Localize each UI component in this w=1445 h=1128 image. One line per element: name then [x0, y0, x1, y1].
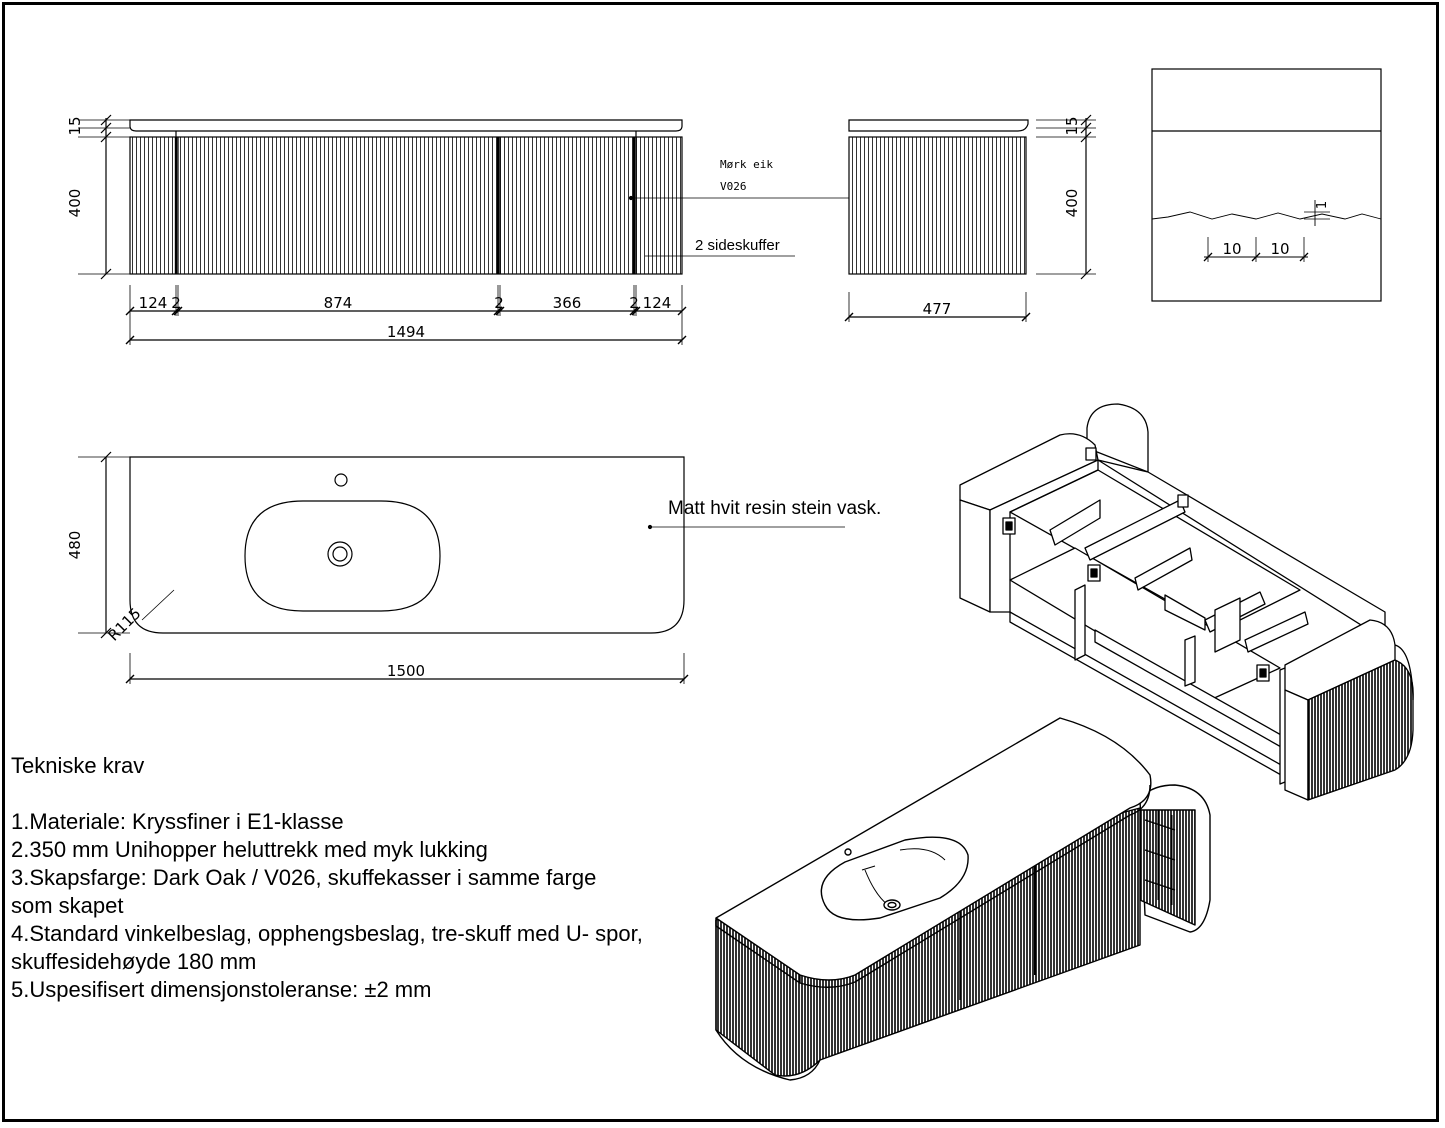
detail-view-labels: 1 10 10	[1222, 201, 1330, 258]
annotation-color: Mørk eik	[720, 158, 773, 171]
requirements-title: Tekniske krav	[11, 753, 145, 778]
side-dim-height: 400	[1063, 189, 1081, 218]
side-view-labels: 15 400 477	[923, 116, 1081, 318]
basin-outline	[244, 500, 441, 612]
detail-pitch-a: 10	[1222, 240, 1241, 258]
countertop-outline	[129, 456, 685, 634]
dim-124-right: 124	[643, 294, 672, 312]
dim-124-left: 124	[139, 294, 168, 312]
front-view	[78, 114, 919, 345]
side-view	[844, 114, 1096, 322]
requirement-item-2: 2.350 mm Unihopper heluttrekk med myk lu…	[11, 837, 488, 862]
drain-outer	[327, 541, 353, 567]
isometric-assembled	[715, 717, 1211, 1081]
annotation-drawers: 2 sideskuffer	[695, 237, 780, 254]
detail-pitch-b: 10	[1270, 240, 1289, 258]
dim-2-c: 2	[629, 294, 639, 312]
front-cabinet	[129, 136, 683, 275]
tap-hole	[334, 473, 348, 487]
front-view-labels: 15 400 124 2 874 2 366 2 124 1494 Mørk e…	[66, 116, 780, 341]
dim-2-b: 2	[494, 294, 504, 312]
dim-366: 366	[553, 294, 582, 312]
requirement-item-3: 3.Skapsfarge: Dark Oak / V026, skuffekas…	[11, 865, 597, 890]
detail-view	[1151, 68, 1382, 302]
annotation-code: V026	[720, 180, 747, 193]
dim-2-a: 2	[171, 294, 181, 312]
requirement-item-5: 5.Uspesifisert dimensjonstoleranse: ±2 m…	[11, 977, 432, 1002]
dim-top-thickness: 15	[66, 116, 84, 135]
top-dim-width: 1500	[387, 662, 425, 680]
top-view	[78, 451, 845, 684]
front-countertop	[129, 119, 683, 132]
side-dim-depth: 477	[923, 300, 952, 318]
requirement-item-4-cont: skuffesidehøyde 180 mm	[11, 949, 257, 974]
side-dim-top: 15	[1063, 116, 1081, 135]
isometric-carcass	[959, 403, 1414, 801]
annotation-sink: Matt hvit resin stein vask.	[668, 498, 881, 519]
dim-874: 874	[324, 294, 353, 312]
drain-inner	[332, 546, 348, 562]
top-dim-depth: 480	[66, 531, 84, 560]
requirement-item-4: 4.Standard vinkelbeslag, opphengsbeslag,…	[11, 921, 643, 946]
detail-depth: 1	[1315, 201, 1330, 209]
requirement-item-1: 1.Materiale: Kryssfiner i E1-klasse	[11, 809, 344, 834]
requirement-item-3-cont: som skapet	[11, 893, 124, 918]
dim-total-width: 1494	[387, 323, 425, 341]
dim-height: 400	[66, 189, 84, 218]
technical-requirements: Tekniske krav 1.Materiale: Kryssfiner i …	[11, 752, 711, 1004]
